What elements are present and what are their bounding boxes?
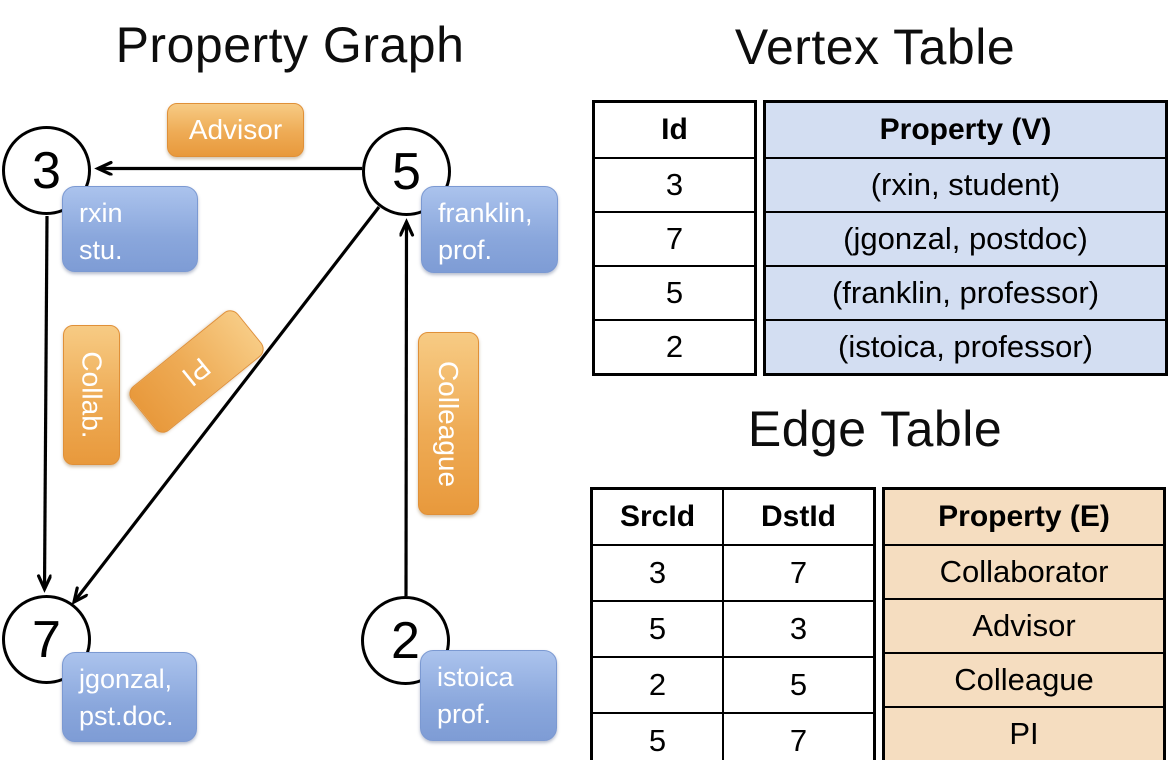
table-cell: 3 <box>593 546 724 600</box>
table-cell: 3 <box>789 611 808 646</box>
vertex-property-card-5: franklin, prof. <box>421 186 558 273</box>
vertex-id-7: 7 <box>32 610 61 669</box>
edge-table: SrcId DstId 3 7 5 3 2 5 5 7 Property (E)… <box>590 487 1166 760</box>
table-cell: 7 <box>789 723 808 758</box>
vertex-property-line2: prof. <box>438 235 493 265</box>
edge-label-advisor: Advisor <box>167 103 304 157</box>
table-cell: 7 <box>789 555 808 590</box>
table-cell: (jgonzal, postdoc) <box>766 211 1165 265</box>
edge-table-header-property: Property (E) <box>885 490 1163 544</box>
table-cell: 2 <box>595 319 754 373</box>
table-cell: Colleague <box>885 652 1163 706</box>
vertex-property-card-3: rxin stu. <box>62 186 198 272</box>
edge-table-property-column: Property (E) Collaborator Advisor Collea… <box>882 487 1166 760</box>
vertex-property-line1: rxin <box>79 198 123 228</box>
table-cell: 5 <box>595 265 754 319</box>
vertex-property-card-7: jgonzal, pst.doc. <box>62 652 197 742</box>
table-cell: Advisor <box>885 598 1163 652</box>
edge-label-advisor-text: Advisor <box>188 114 283 145</box>
vertex-table: Id 3 7 5 2 Property (V) (rxin, student) … <box>592 100 1168 376</box>
edge-table-header-dstid: DstId <box>761 500 836 533</box>
edge-table-title: Edge Table <box>747 401 1003 457</box>
edge-label-colleague-text: Colleague <box>433 360 465 487</box>
vertex-table-id-column: Id 3 7 5 2 <box>592 100 757 376</box>
vertex-id-2: 2 <box>391 611 420 670</box>
edge-label-collab-text: Collab. <box>76 351 108 439</box>
vertex-table-property-column: Property (V) (rxin, student) (jgonzal, p… <box>763 100 1168 376</box>
table-cell: PI <box>885 706 1163 760</box>
vertex-table-header-id: Id <box>661 113 688 146</box>
vertex-property-card-2: istoica prof. <box>420 650 557 741</box>
edge-label-pi-text: PI <box>176 351 217 393</box>
table-cell: (rxin, student) <box>766 157 1165 211</box>
table-cell: 2 <box>593 658 724 712</box>
edge-label-colleague: Colleague <box>418 332 479 515</box>
edge-table-header-srcid: SrcId <box>593 490 724 544</box>
vertex-node-3: 3 <box>2 126 91 215</box>
table-cell: (franklin, professor) <box>766 265 1165 319</box>
vertex-property-line1: franklin, <box>438 198 533 228</box>
table-cell: Collaborator <box>885 544 1163 598</box>
vertex-property-line2: prof. <box>437 699 492 729</box>
table-cell: 3 <box>595 157 754 211</box>
property-graph-title: Property Graph <box>115 17 465 73</box>
vertex-property-line1: jgonzal, <box>79 664 173 694</box>
vertex-property-line2: pst.doc. <box>79 701 174 731</box>
edge-label-pi: PI <box>125 306 268 437</box>
table-cell: 7 <box>595 211 754 265</box>
edge-colleague-arrow <box>406 222 407 597</box>
table-cell: 5 <box>593 714 724 760</box>
edge-label-collab: Collab. <box>63 325 120 465</box>
edge-table-id-columns: SrcId DstId 3 7 5 3 2 5 5 7 <box>590 487 876 760</box>
vertex-id-5: 5 <box>392 142 421 201</box>
vertex-table-header-property: Property (V) <box>766 103 1165 157</box>
table-cell: 5 <box>789 667 808 702</box>
vertex-property-line1: istoica <box>437 662 514 692</box>
table-cell: (istoica, professor) <box>766 319 1165 373</box>
vertex-property-line2: stu. <box>79 235 123 265</box>
table-cell: 5 <box>593 602 724 656</box>
vertex-table-title: Vertex Table <box>734 19 1016 75</box>
edge-collab-arrow <box>45 215 48 589</box>
vertex-id-3: 3 <box>32 141 61 200</box>
